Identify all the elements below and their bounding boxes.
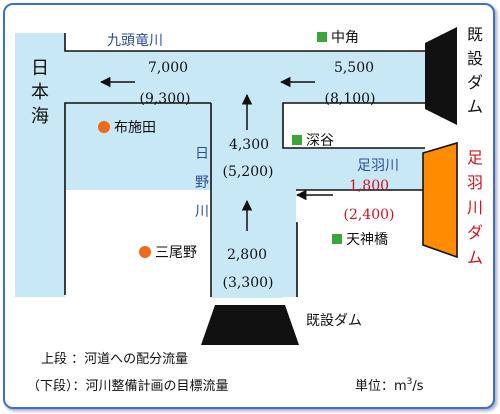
diagram-frame: 日 本 海 九頭竜川 日 野 川 足羽川 既 設 ダ ム 足 羽 川 ダ ム 既… (3, 3, 495, 409)
existing-dam-top-label: 既 設 ダ ム (467, 25, 483, 116)
river-flow-diagram: 日 本 海 九頭竜川 日 野 川 足羽川 既 設 ダ ム 足 羽 川 ダ ム 既… (15, 25, 483, 394)
city-fuseda-marker (98, 121, 110, 133)
unit-suffix: /s (412, 379, 423, 394)
point-nakatsuno-marker (317, 32, 327, 42)
riverbank-kuzuryu-south (64, 102, 211, 295)
flow-values-asuwa: 1,800 (2,400) (343, 178, 394, 223)
legend-line-lower: （下段）：河川整備計画の目標流量 (27, 378, 229, 394)
flow-hino-lower-upper: 4,300 (229, 137, 269, 153)
flow-asuwa-lower: (2,400) (343, 207, 394, 223)
sea-label: 日 本 海 (31, 58, 49, 127)
asuwa-dam-char-1: 足 (467, 148, 483, 167)
dam-top-char-3: ダ (467, 73, 483, 92)
hino-char-3: 川 (195, 204, 209, 220)
existing-dam-top (425, 27, 457, 125)
point-tenjinbashi-marker (332, 234, 342, 244)
hino-upper-channel (212, 189, 296, 297)
sea-char-1: 日 (31, 58, 49, 79)
kuzuryu-lower-fill (16, 52, 424, 102)
dam-top-char-4: ム (467, 97, 483, 116)
existing-dam-bottom-label: 既設ダム (306, 313, 362, 329)
asuwa-channel (212, 149, 424, 189)
point-fukaya-marker (292, 135, 302, 145)
point-nakatsuno-label: 中角 (331, 30, 359, 46)
point-tenjinbashi-label: 天神橋 (346, 232, 388, 248)
point-fukaya-label: 深谷 (306, 133, 334, 149)
asuwa-dam-label: 足 羽 川 ダ ム (467, 148, 483, 267)
riverbank-hino-east (282, 102, 425, 149)
unit-sup: 3 (407, 377, 413, 387)
hino-char-1: 日 (195, 146, 209, 162)
sea-char-3: 海 (31, 106, 49, 127)
dam-top-char-2: 設 (467, 49, 483, 68)
unit-label: 単位：m3/s (355, 377, 424, 394)
hino-char-2: 野 (195, 175, 209, 191)
city-mionoya-marker (139, 246, 151, 258)
asuwa-dam-char-2: 羽 (467, 173, 483, 192)
riverbank-kuzuryu-north (64, 33, 425, 52)
flow-hino-upper-upper: 2,800 (227, 247, 267, 263)
kuzuryu-river-label: 九頭竜川 (107, 32, 163, 49)
flow-hino-upper-lower: (3,300) (222, 275, 273, 291)
unit-prefix: 単位：m (355, 378, 407, 394)
flow-kuzuryu-upper-upper: 5,500 (334, 60, 374, 76)
flow-values: 7,000 (9,300) 5,500 (8,100) 4,300 (5,200… (139, 60, 375, 291)
asuwa-dam-char-4: ダ (467, 223, 483, 242)
flow-kuzuryu-lower-upper: 7,000 (148, 60, 188, 76)
city-fuseda-label: 布施田 (114, 120, 156, 136)
asuwa-dam (422, 141, 458, 259)
sea-body (16, 33, 64, 295)
hino-river-label: 日 野 川 (195, 146, 209, 220)
flow-hino-lower-lower: (5,200) (222, 164, 273, 180)
flow-kuzuryu-lower-lower: (9,300) (139, 91, 190, 107)
city-mionoya-label: 三尾野 (155, 245, 197, 261)
flow-asuwa-upper: 1,800 (349, 178, 389, 194)
asuwa-dam-char-5: ム (467, 248, 483, 267)
sea-char-2: 本 (31, 82, 49, 103)
dam-top-char-1: 既 (467, 25, 483, 44)
asuwa-river-label: 足羽川 (357, 158, 399, 174)
asuwa-dam-char-3: 川 (467, 198, 483, 217)
legend-line-upper: 上段 ：河道への配分流量 (41, 352, 188, 367)
existing-dam-bottom (201, 305, 299, 345)
flow-kuzuryu-upper-lower: (8,100) (324, 91, 375, 107)
